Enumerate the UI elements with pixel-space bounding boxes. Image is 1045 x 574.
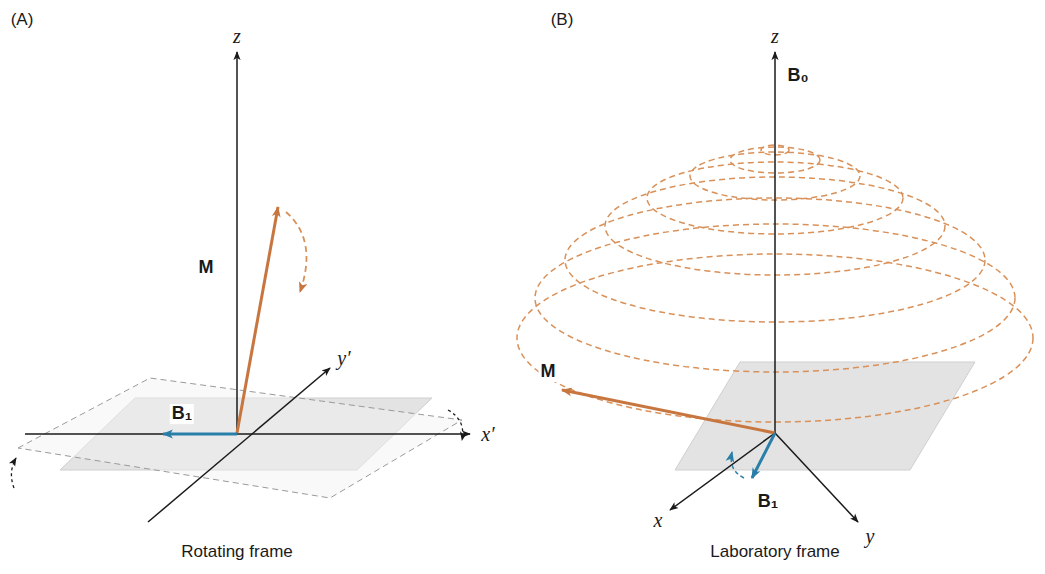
panel-letter: (A)	[9, 11, 36, 30]
frame-caption: Rotating frame	[179, 543, 295, 562]
axis-label: y	[864, 525, 877, 547]
nutation-arrow	[286, 212, 306, 292]
b1-rotation-arrow	[731, 452, 744, 478]
axis-label: x	[652, 509, 665, 531]
vector-label: B₁	[756, 492, 780, 512]
z-axis	[774, 52, 776, 433]
xy-plane	[675, 362, 975, 470]
vector-label: M	[197, 258, 216, 278]
x-axis	[25, 433, 470, 435]
vector-label: M	[539, 362, 558, 382]
axis-label: y′	[335, 347, 352, 369]
vector-label: B₁	[170, 404, 194, 424]
rotation-arrow	[448, 410, 463, 440]
magnetization-vector	[237, 207, 278, 433]
rotating-frame-figure	[11, 52, 470, 522]
tilted-plane	[18, 378, 462, 498]
y-axis	[148, 368, 330, 522]
rotation-arrow	[11, 458, 16, 488]
axis-label: x′	[479, 423, 496, 445]
b1-vector	[752, 433, 775, 478]
z-axis	[236, 52, 238, 433]
magnetization-vector	[562, 390, 775, 433]
field-label: B₀	[785, 66, 810, 86]
panel-letter: (B)	[549, 11, 576, 30]
axis-label: z	[231, 25, 243, 47]
y-axis	[775, 433, 858, 522]
laboratory-frame-figure	[517, 52, 1033, 522]
b1-vector	[163, 433, 237, 436]
axis-label: z	[769, 25, 781, 47]
frame-caption: Laboratory frame	[708, 543, 841, 562]
